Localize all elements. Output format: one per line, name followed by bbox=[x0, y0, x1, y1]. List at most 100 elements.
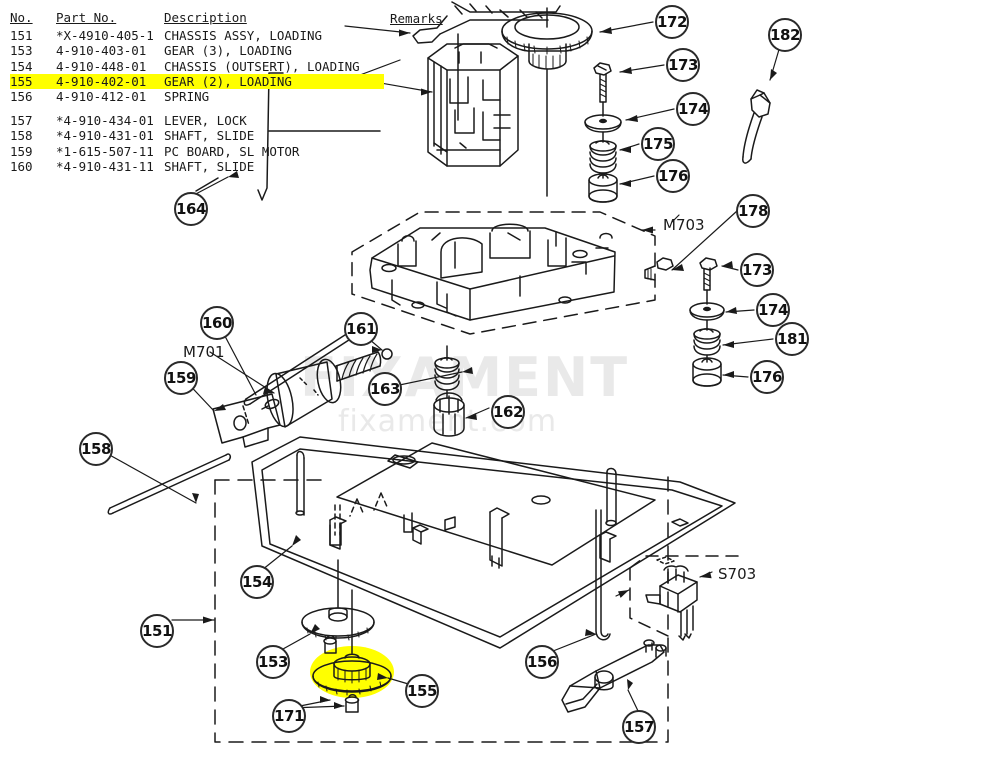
callout-159[interactable]: 159 bbox=[164, 361, 198, 395]
table-row-spacer bbox=[10, 104, 384, 113]
callout-173b[interactable]: 173 bbox=[740, 253, 774, 287]
table-cell-no: 155 bbox=[10, 73, 56, 90]
table-cell-part-no: 4-910-402-01 bbox=[56, 73, 164, 90]
callout-163[interactable]: 163 bbox=[368, 372, 402, 406]
table-cell-description: CHASSIS (OUTSERT), LOADING bbox=[164, 58, 360, 74]
callout-158[interactable]: 158 bbox=[79, 432, 113, 466]
loading-chassis-block bbox=[427, 33, 519, 167]
callout-153[interactable]: 153 bbox=[256, 645, 290, 679]
callout-arrowheads bbox=[192, 27, 777, 709]
parts-table: No. Part No. Description 151 *X-4910-405-… bbox=[10, 10, 390, 174]
table-cell-no: 151 bbox=[10, 28, 33, 44]
reference-label-m701: M701 bbox=[183, 343, 225, 361]
table-cell-description: SHAFT, SLIDE bbox=[164, 158, 255, 174]
table-cell-description: LEVER, LOCK bbox=[164, 113, 247, 129]
callout-160[interactable]: 160 bbox=[200, 306, 234, 340]
callout-175[interactable]: 175 bbox=[641, 127, 675, 161]
part-176-bushing-lower bbox=[692, 357, 722, 387]
part-175-spring bbox=[589, 140, 617, 179]
part-155-gear-highlighted bbox=[312, 589, 392, 696]
table-cell-no: 160 bbox=[10, 158, 33, 174]
table-cell-part-no: *X-4910-405-1 bbox=[56, 28, 154, 44]
table-cell-part-no: 4-910-448-01 bbox=[56, 58, 147, 74]
callout-155[interactable]: 155 bbox=[405, 674, 439, 708]
bracket-164 bbox=[195, 72, 381, 201]
table-cell-description: PC BOARD, SL MOTOR bbox=[164, 143, 300, 159]
table-cell-description: GEAR (3), LOADING bbox=[164, 43, 292, 59]
dashed-boundary-s703 bbox=[629, 555, 741, 637]
table-cell-no: 157 bbox=[10, 113, 33, 129]
table-row: 151 *X-4910-405-1 CHASSIS ASSY, LOADING bbox=[10, 28, 384, 43]
table-cell-no: 156 bbox=[10, 89, 33, 105]
table-cell-part-no: *4-910-431-11 bbox=[56, 158, 154, 174]
callout-161[interactable]: 161 bbox=[344, 312, 378, 346]
dashed-boundary-151 bbox=[214, 467, 669, 743]
header-no: No. bbox=[10, 10, 33, 25]
callout-172[interactable]: 172 bbox=[655, 5, 689, 39]
callout-164[interactable]: 164 bbox=[174, 192, 208, 226]
part-174-washer-upper bbox=[584, 114, 622, 143]
part-172-gear bbox=[501, 7, 593, 197]
callout-151[interactable]: 151 bbox=[140, 614, 174, 648]
callout-174a[interactable]: 174 bbox=[676, 92, 710, 126]
table-cell-description: GEAR (2), LOADING bbox=[164, 73, 384, 90]
table-cell-part-no: 4-910-412-01 bbox=[56, 89, 147, 105]
table-cell-description: SPRING bbox=[164, 89, 210, 105]
part-156-spring bbox=[595, 509, 611, 641]
callout-154[interactable]: 154 bbox=[240, 565, 274, 599]
header-desc: Description bbox=[164, 10, 247, 25]
callout-176a[interactable]: 176 bbox=[656, 159, 690, 193]
table-cell-no: 154 bbox=[10, 58, 33, 74]
reference-label-m703: M703 bbox=[663, 216, 705, 234]
part-173-screw-upper bbox=[593, 62, 612, 117]
part-m701-motor bbox=[261, 348, 393, 428]
table-cell-part-no: 4-910-403-01 bbox=[56, 43, 147, 59]
table-row: 160 *4-910-431-11 SHAFT, SLIDE bbox=[10, 159, 384, 174]
table-cell-no: 159 bbox=[10, 143, 33, 159]
callout-156[interactable]: 156 bbox=[525, 645, 559, 679]
table-cell-part-no: *4-910-434-01 bbox=[56, 113, 154, 129]
table-cell-part-no: *4-910-431-01 bbox=[56, 128, 154, 144]
s703-switch bbox=[645, 565, 698, 641]
part-153-gear bbox=[301, 559, 375, 642]
table-row: 157 *4-910-434-01 LEVER, LOCK bbox=[10, 113, 384, 128]
callout-182[interactable]: 182 bbox=[768, 18, 802, 52]
callout-178[interactable]: 178 bbox=[736, 194, 770, 228]
table-row: 156 4-910-412-01 SPRING bbox=[10, 89, 384, 104]
guide-pin-solids bbox=[329, 512, 413, 546]
part-176-bushing-upper bbox=[588, 173, 618, 203]
callout-181[interactable]: 181 bbox=[775, 322, 809, 356]
guide-pins bbox=[334, 492, 389, 536]
table-cell-no: 153 bbox=[10, 43, 33, 59]
callout-157[interactable]: 157 bbox=[622, 710, 656, 744]
header-part: Part No. bbox=[56, 10, 117, 25]
callout-174b[interactable]: 174 bbox=[756, 293, 790, 327]
callout-162[interactable]: 162 bbox=[491, 395, 525, 429]
part-178-screw bbox=[644, 257, 674, 281]
table-cell-description: CHASSIS ASSY, LOADING bbox=[164, 28, 323, 44]
part-174-washer-lower bbox=[689, 302, 725, 331]
part-162-clutch bbox=[433, 389, 465, 437]
callout-176b[interactable]: 176 bbox=[750, 360, 784, 394]
part-182-cable bbox=[742, 89, 771, 164]
table-row: 158 *4-910-431-01 SHAFT, SLIDE bbox=[10, 128, 384, 143]
mid-chassis-plate bbox=[369, 223, 616, 321]
table-cell-description: SHAFT, SLIDE bbox=[164, 128, 255, 144]
lower-chassis-plate bbox=[251, 436, 736, 649]
table-header-row: No. Part No. Description bbox=[10, 10, 384, 28]
header-remarks: Remarks bbox=[390, 11, 443, 26]
table-row: 153 4-910-403-01 GEAR (3), LOADING bbox=[10, 43, 384, 58]
part-157-lock-lever bbox=[561, 639, 667, 713]
part-159-pcboard bbox=[212, 393, 281, 448]
callout-173a[interactable]: 173 bbox=[666, 48, 700, 82]
part-158-shaft bbox=[107, 453, 231, 515]
table-row: 154 4-910-448-01 CHASSIS (OUTSERT), LOADIN… bbox=[10, 59, 384, 74]
table-cell-no: 158 bbox=[10, 128, 33, 144]
callout-171[interactable]: 171 bbox=[272, 699, 306, 733]
part-173-screw-lower bbox=[699, 257, 718, 305]
